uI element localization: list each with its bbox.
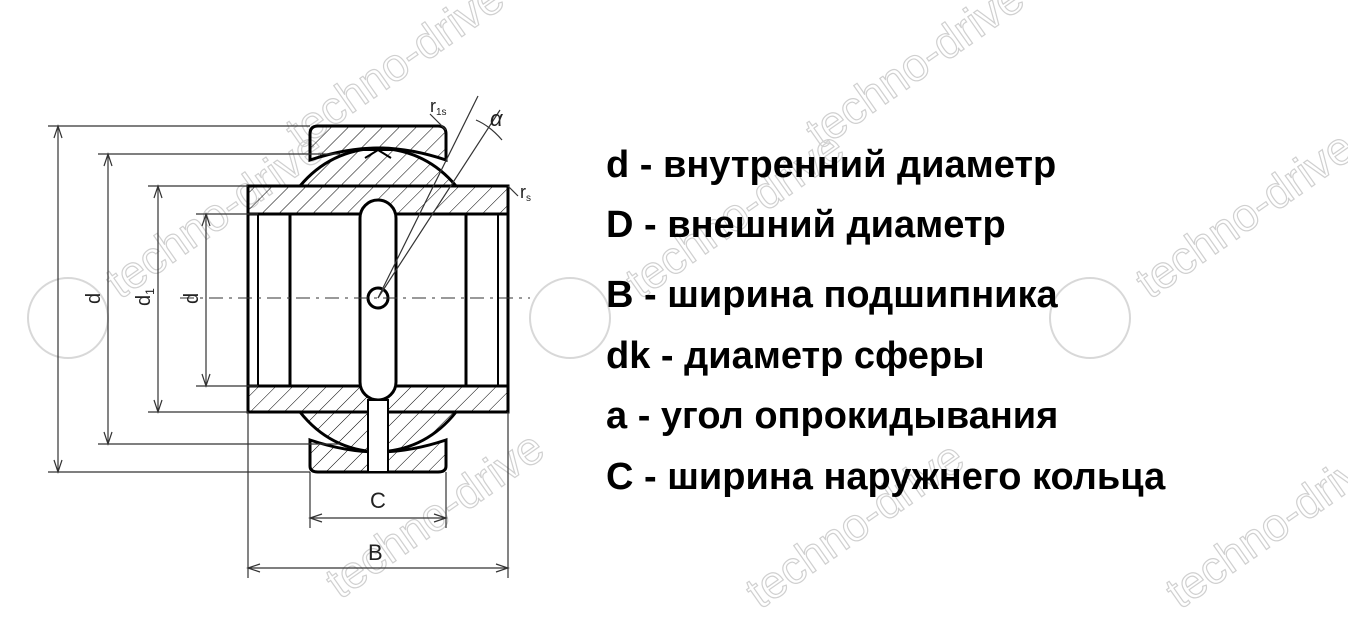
watermark-text-3: techno-drive bbox=[1126, 120, 1348, 308]
label-outer-diameter: d bbox=[83, 293, 105, 304]
label-d1-main: d bbox=[133, 295, 155, 306]
label-rs: rs bbox=[520, 182, 531, 204]
label-r1s: r1s bbox=[430, 96, 447, 118]
watermark-text-6: techno-drive bbox=[1156, 430, 1348, 618]
dimension-lines bbox=[48, 95, 519, 578]
label-bore: d bbox=[181, 293, 203, 304]
label-bearing-width: B bbox=[368, 540, 383, 565]
legend-line-bearing-width: B - ширина подшипника bbox=[606, 274, 1058, 316]
lubrication-groove bbox=[358, 148, 398, 473]
label-rs-main: r bbox=[520, 182, 526, 202]
label-r1s-sub: 1s bbox=[436, 107, 447, 118]
legend-line-outer-ring-width: C - ширина наружнего кольца bbox=[606, 456, 1166, 498]
label-d1: d1 bbox=[133, 288, 157, 306]
legend-line-inner-diameter: d - внутренний диаметр bbox=[606, 144, 1057, 186]
label-outer-ring-width: C bbox=[370, 488, 386, 513]
label-d1-sub: 1 bbox=[143, 288, 157, 295]
watermark-text-7: techno-drive bbox=[796, 0, 1033, 158]
dimension-labels: d d1 d r1s rs α C B bbox=[83, 96, 531, 565]
label-r1s-main: r bbox=[430, 96, 436, 116]
legend-line-sphere-diameter: dk - диаметр сферы bbox=[606, 335, 985, 377]
label-rs-sub: s bbox=[526, 193, 531, 204]
label-angle: α bbox=[490, 106, 504, 131]
legend-line-tilt-angle: a - угол опрокидывания bbox=[606, 395, 1059, 437]
legend-line-outer-diameter: D - внешний диаметр bbox=[606, 204, 1006, 246]
